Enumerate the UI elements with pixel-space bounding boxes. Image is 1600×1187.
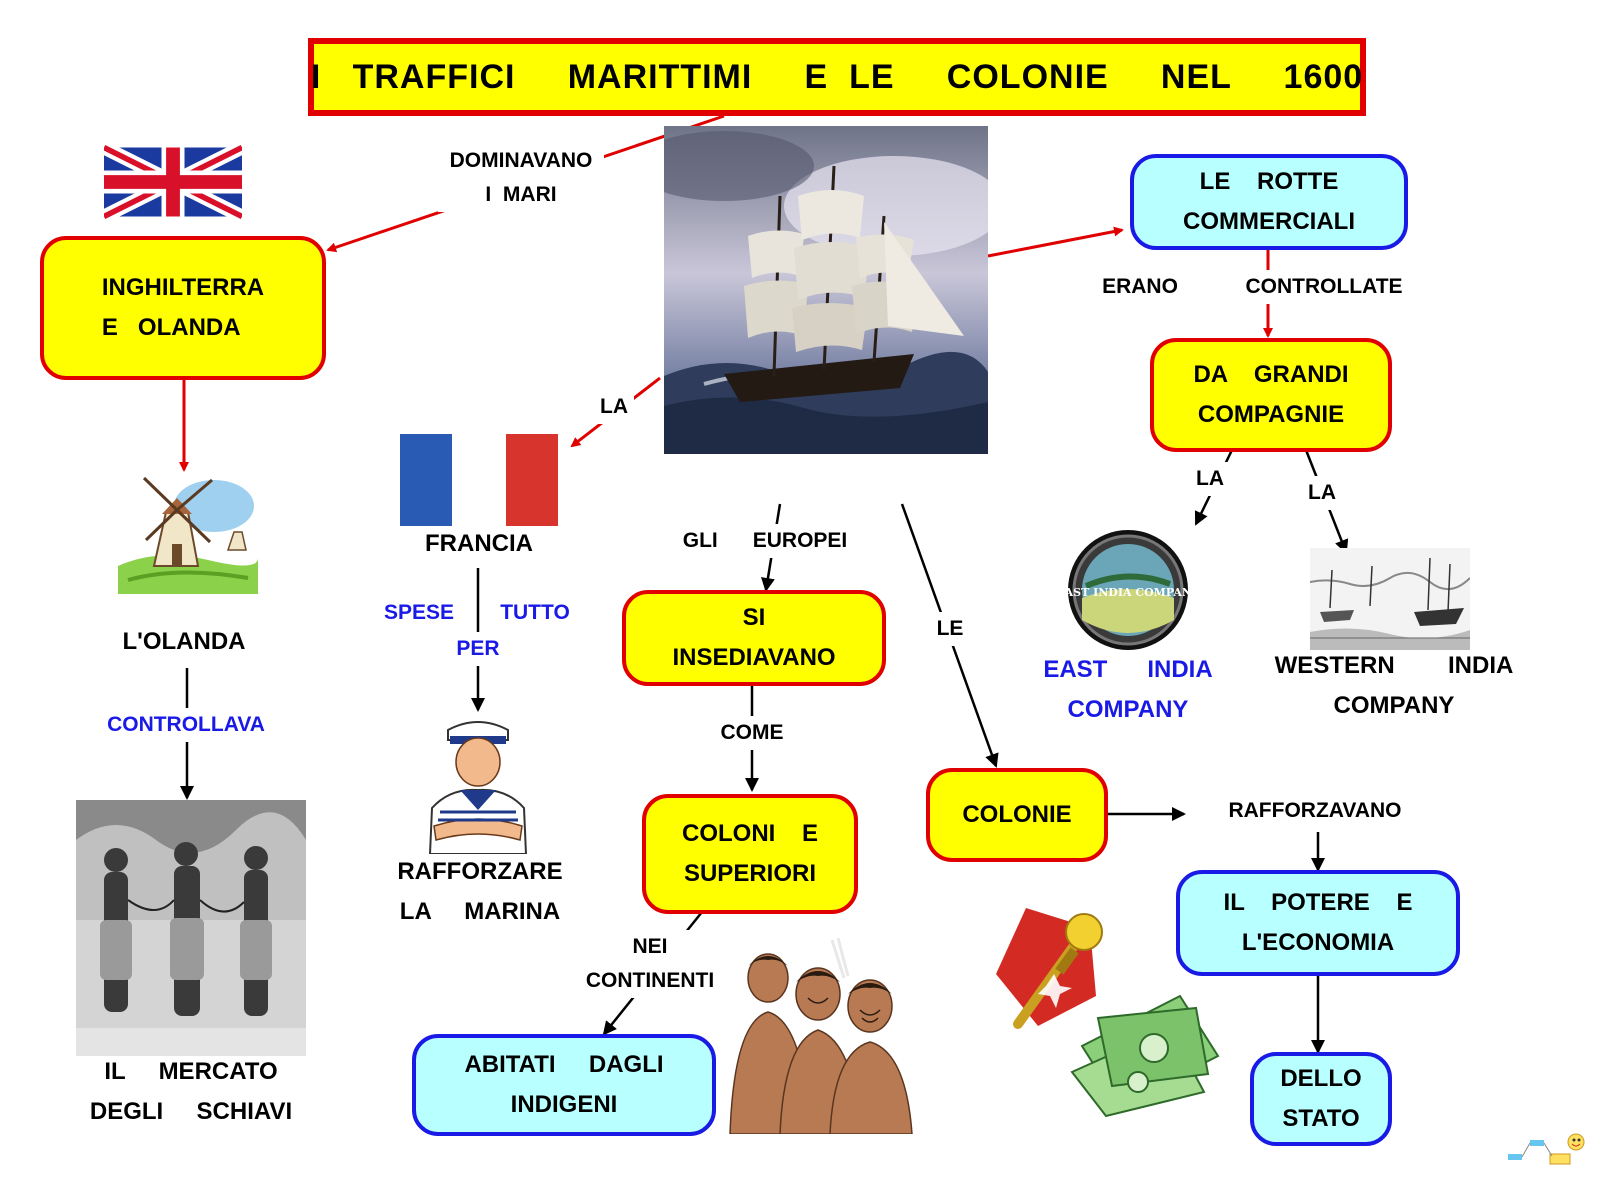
sailor-image [428, 721, 528, 854]
node-rotte-commerciali: LE ROTTE COMMERCIALI [1130, 154, 1408, 250]
label-spese: SPESE [383, 601, 455, 624]
label-rafforzavano: RAFFORZAVANO [1228, 799, 1402, 822]
node-inghilterra-label: INGHILTERRA E OLANDA [101, 274, 265, 341]
ship-image [664, 126, 988, 454]
label-controllava: CONTROLLAVA [88, 708, 284, 742]
node-inghilterra-olanda: INGHILTERRA E OLANDA [40, 236, 326, 380]
node-coloni-label: COLONI E SUPERIORI [681, 820, 818, 887]
node-dello-stato: DELLO STATO [1250, 1052, 1392, 1146]
link-ship-rotte [987, 226, 1124, 258]
map-title: I TRAFFICI MARITTIMI E LE COLONIE NEL 16… [308, 38, 1366, 116]
east-india-logo-text: EAST INDIA COMPANY [1066, 586, 1190, 599]
node-si-insediavano: SI INSEDIAVANO [622, 590, 886, 686]
node-abitati-indigeni: ABITATI DAGLI INDIGENI [412, 1034, 716, 1136]
money-icon [1070, 994, 1220, 1118]
western-india-engraving [1310, 548, 1470, 650]
indigenous-people-image [724, 938, 916, 1134]
node-rotte-label: LE ROTTE COMMERCIALI [1183, 168, 1355, 235]
label-per: PER [450, 632, 506, 666]
label-dominavano: DOMINAVANO I MARI [438, 144, 604, 212]
node-coloni-superiori: COLONI E SUPERIORI [642, 794, 858, 914]
node-colonie: COLONIE [926, 768, 1108, 862]
label-come: COME [710, 716, 794, 750]
node-abitati-label: ABITATI DAGLI INDIGENI [464, 1051, 664, 1118]
node-insediavano-label: SI INSEDIAVANO [672, 604, 836, 671]
caption-francia: FRANCIA [425, 530, 533, 557]
slaves-photo [76, 800, 306, 1056]
caption-mercato-schiavi: IL MERCATO DEGLI SCHIAVI [89, 1058, 293, 1125]
caption-rafforzare-marina: RAFFORZARE LA MARINA [397, 858, 563, 925]
east-india-company-logo: EAST INDIA COMPANY [1066, 530, 1190, 650]
scepter-icon [996, 908, 1103, 1029]
node-potere-label: IL POTERE E L'ECONOMIA [1223, 889, 1413, 956]
label-la-western: LA [1302, 476, 1342, 510]
windmill-image [118, 476, 258, 594]
label-gli-europei: GLI EUROPEI [670, 524, 860, 558]
node-colonie-label: COLONIE [962, 801, 1072, 828]
mapping-logo-icon [1508, 1133, 1585, 1165]
node-grandi-compagnie: DA GRANDI COMPAGNIE [1150, 338, 1392, 452]
label-la-east: LA [1190, 462, 1230, 496]
caption-east-india: EAST INDIA COMPANY [1043, 656, 1213, 723]
french-flag-icon [400, 434, 558, 526]
label-tutto: TUTTO [500, 601, 570, 624]
caption-olanda: L'OLANDA [122, 628, 246, 655]
label-controllate: CONTROLLATE [1230, 270, 1418, 304]
caption-western-india: WESTERN INDIA COMPANY [1274, 652, 1514, 719]
node-compagnie-label: DA GRANDI COMPAGNIE [1193, 361, 1349, 428]
label-erano: ERANO [1102, 275, 1178, 298]
label-la-francia: LA [594, 390, 634, 424]
uk-flag-icon [104, 142, 242, 222]
label-le: LE [930, 612, 970, 646]
node-potere-economia: IL POTERE E L'ECONOMIA [1176, 870, 1460, 976]
label-nei-continenti: NEI CONTINENTI [572, 930, 728, 998]
node-stato-label: DELLO STATO [1280, 1065, 1362, 1132]
